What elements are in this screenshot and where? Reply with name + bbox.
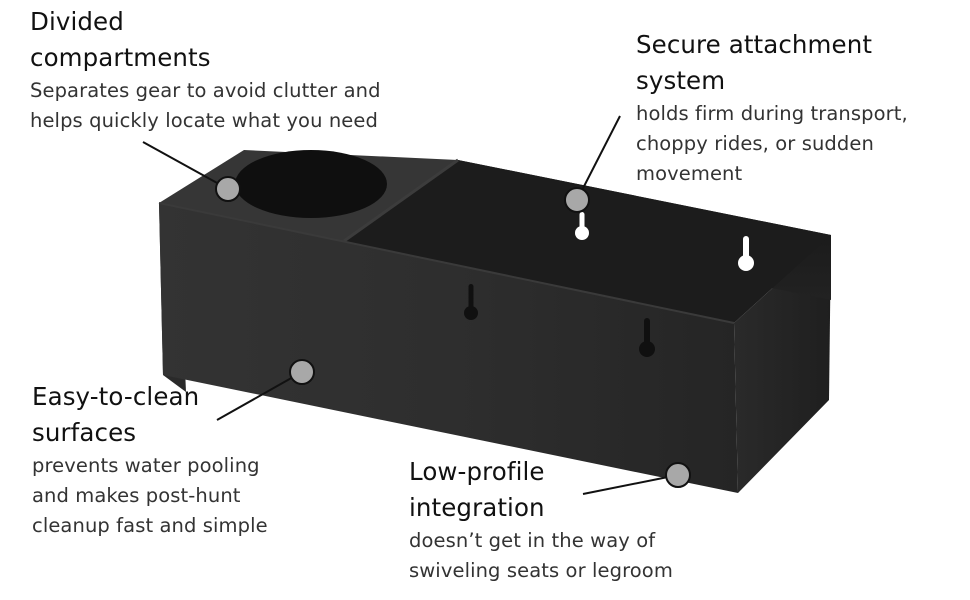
callout-description-line: helps quickly locate what you need (30, 109, 378, 132)
leader-line-profile (582, 474, 679, 495)
callout-title-line: Easy-to-clean (32, 382, 200, 411)
compartment-interior (344, 160, 831, 323)
callout-secure-attachment: Secure attachment system holds firm duri… (636, 27, 966, 189)
callout-title-line: compartments (30, 43, 211, 72)
keyhole-slot-front-right (639, 318, 655, 357)
callout-description-line: holds firm during transport, (636, 102, 908, 125)
marker-profile (665, 462, 691, 488)
marker-clean (289, 359, 315, 385)
cup-holder-opening (235, 150, 387, 218)
organizer-front-face (159, 203, 738, 493)
keyhole-slot-front-left (464, 284, 478, 320)
callout-description-line: doesn’t get in the way of (409, 529, 656, 552)
callout-title-line: Low-profile (409, 457, 545, 486)
callout-description-line: swiveling seats or legroom (409, 559, 673, 582)
callout-description-line: cleanup fast and simple (32, 514, 268, 537)
callout-description-line: and makes post-hunt (32, 484, 241, 507)
callout-description-line: Separates gear to avoid clutter and (30, 79, 381, 102)
marker-attachment (564, 187, 590, 213)
callout-title-line: Divided (30, 7, 124, 36)
keyhole-slot-back-left (575, 212, 589, 240)
callout-title-line: Secure attachment (636, 30, 873, 59)
callout-description-line: movement (636, 162, 743, 185)
marker-compartments (215, 176, 241, 202)
leader-line-attachment (576, 115, 621, 201)
leader-line-clean (216, 371, 303, 421)
callout-title-line: surfaces (32, 418, 137, 447)
callout-title-line: integration (409, 493, 545, 522)
callout-description-line: choppy rides, or sudden (636, 132, 874, 155)
callout-title-line: system (636, 66, 726, 95)
callout-low-profile: Low-profile integration doesn’t get in t… (409, 454, 749, 586)
callout-description-line: prevents water pooling (32, 454, 260, 477)
callout-divided-compartments: Divided compartments Separates gear to a… (30, 4, 450, 136)
keyhole-slot-back-right (738, 236, 754, 271)
organizer-right-end (734, 235, 831, 493)
leader-line-compartments (142, 141, 229, 190)
callout-easy-to-clean: Easy-to-clean surfaces prevents water po… (32, 379, 332, 541)
